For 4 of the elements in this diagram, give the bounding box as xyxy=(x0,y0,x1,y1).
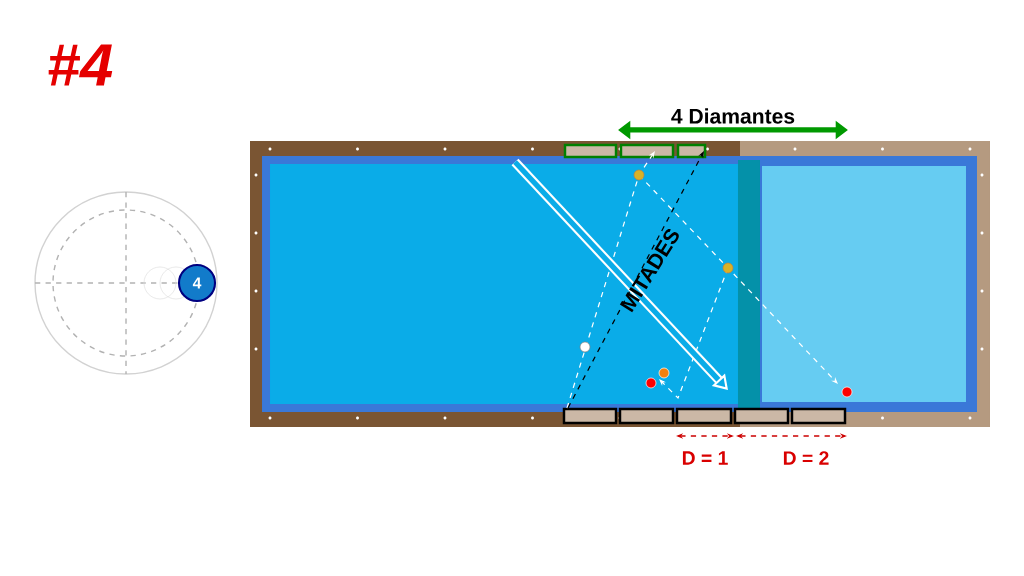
dimension-label: 4 Diamantes xyxy=(671,108,795,124)
distance-label: D = 1 xyxy=(682,451,728,465)
title: #4 xyxy=(48,44,113,86)
distance-label: D = 2 xyxy=(783,451,829,465)
